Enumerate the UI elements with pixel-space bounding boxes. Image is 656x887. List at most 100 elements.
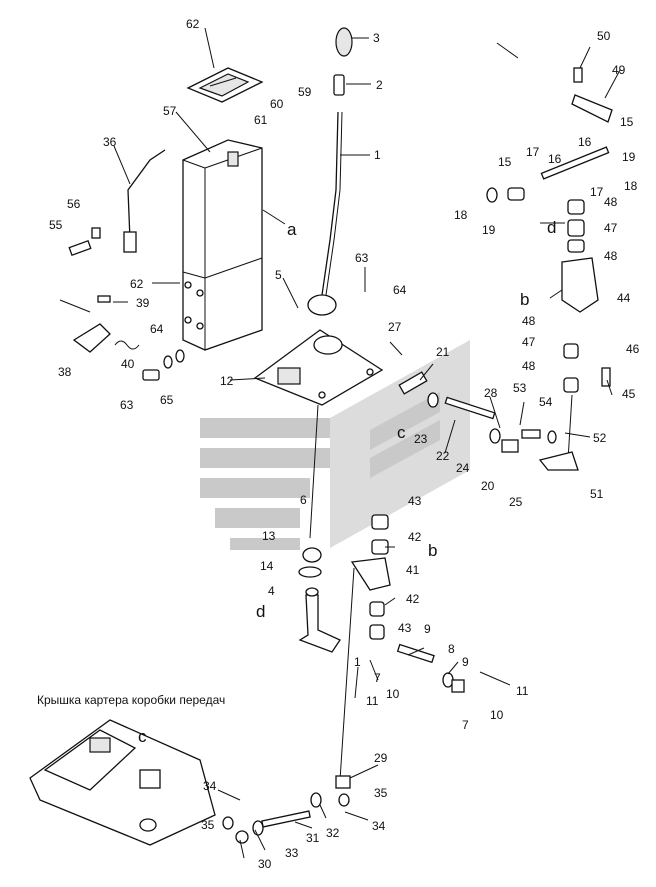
callout-13: 13: [262, 529, 276, 543]
callout-50: 50: [597, 29, 611, 43]
callout-12: 12: [220, 374, 234, 388]
callout-60: 60: [270, 97, 284, 111]
lower-right-linkage: [339, 514, 465, 781]
callout-63-top: 63: [355, 251, 369, 265]
callout-7-a: 7: [374, 671, 381, 685]
callout-23: 23: [414, 432, 428, 446]
callout-3: 3: [373, 31, 380, 45]
callout-39: 39: [136, 296, 150, 310]
callout-47-a: 47: [604, 221, 618, 235]
top-right-linkage: [486, 67, 613, 203]
callout-42-mid: 42: [406, 592, 420, 606]
callout-19-left: 19: [482, 223, 496, 237]
callout-35-right: 35: [374, 786, 388, 800]
section-a: a: [287, 220, 297, 239]
left-bolts: [68, 227, 185, 381]
callout-34-left: 34: [203, 779, 217, 793]
callout-31: 31: [306, 831, 320, 845]
callout-47-b: 47: [522, 335, 536, 349]
callout-9-b: 9: [462, 655, 469, 669]
leader-lines: [59, 27, 621, 859]
callout-55: 55: [49, 218, 63, 232]
callout-64-top: 64: [393, 283, 407, 297]
callout-11-a: 11: [516, 684, 529, 698]
callout-38: 38: [58, 365, 72, 379]
base-plate-part: [253, 329, 384, 406]
callout-48-a: 48: [604, 195, 618, 209]
callout-18-left: 18: [454, 208, 468, 222]
callout-59: 59: [298, 85, 312, 99]
callout-61: 61: [254, 113, 268, 127]
callout-21: 21: [436, 345, 450, 359]
callout-15-right: 15: [620, 115, 634, 129]
callout-20: 20: [481, 479, 495, 493]
callout-54: 54: [539, 395, 553, 409]
callout-48-b: 48: [604, 249, 618, 263]
callout-34-right: 34: [372, 819, 386, 833]
section-d-low: d: [256, 602, 265, 621]
callout-18-right: 18: [624, 179, 638, 193]
callout-65: 65: [160, 393, 174, 407]
callout-62-top: 62: [186, 17, 200, 31]
callout-11-b: 11: [366, 694, 379, 708]
callout-44: 44: [617, 291, 631, 305]
callout-16-left: 16: [548, 152, 562, 166]
callout-1-low: 1: [354, 655, 361, 669]
callout-33: 33: [285, 846, 299, 860]
section-c-mid: c: [397, 423, 406, 442]
callout-43-top: 43: [408, 494, 422, 508]
callout-63-left: 63: [120, 398, 134, 412]
callout-48-d: 48: [522, 359, 536, 373]
callout-42-top: 42: [408, 530, 422, 544]
callout-17-right: 17: [590, 185, 604, 199]
callout-53: 53: [513, 381, 527, 395]
callout-57: 57: [163, 104, 177, 118]
callout-62-mid: 62: [130, 277, 144, 291]
middle-linkage: [398, 371, 557, 453]
callout-32: 32: [326, 826, 340, 840]
callout-35-left: 35: [201, 818, 215, 832]
callout-40: 40: [121, 357, 135, 371]
callout-6: 6: [300, 493, 307, 507]
callout-48-c: 48: [522, 314, 536, 328]
watermark-logo: [200, 340, 470, 550]
callout-labels: 62 3 2 1 57 60 59 61 36 56 55 a 62 5 63 …: [37, 17, 640, 871]
callout-28: 28: [484, 386, 498, 400]
callout-19-right: 19: [622, 150, 636, 164]
callout-22: 22: [436, 449, 450, 463]
callout-56: 56: [67, 197, 81, 211]
callout-9-a: 9: [424, 622, 431, 636]
callout-36: 36: [103, 135, 117, 149]
cover-plate-part: [186, 67, 264, 103]
shift-lever-part: [307, 27, 353, 316]
section-b-low: b: [428, 541, 437, 560]
callout-10-b: 10: [490, 708, 504, 722]
callout-29: 29: [374, 751, 388, 765]
lower-lever-assembly: [298, 547, 341, 653]
bottom-linkage: [222, 775, 351, 844]
callout-46: 46: [626, 342, 640, 356]
callout-14: 14: [260, 559, 274, 573]
callout-4: 4: [268, 584, 275, 598]
callout-45: 45: [622, 387, 636, 401]
callout-24: 24: [456, 461, 470, 475]
gearbox-cover-part: [29, 719, 216, 846]
callout-7-b: 7: [462, 718, 469, 732]
callout-10-a: 10: [386, 687, 400, 701]
callout-15-left: 15: [498, 155, 512, 169]
callout-27: 27: [388, 320, 402, 334]
section-c-low: c: [138, 727, 147, 746]
callout-41: 41: [406, 563, 420, 577]
gearbox-cover-caption: Крышка картера коробки передач: [37, 693, 225, 707]
callout-25: 25: [509, 495, 523, 509]
right-assembly: [538, 199, 611, 471]
section-d-top: d: [547, 218, 556, 237]
callout-2: 2: [376, 78, 383, 92]
callout-30: 30: [258, 857, 272, 871]
callout-17-top: 17: [526, 145, 540, 159]
callout-1-top: 1: [374, 148, 381, 162]
section-b-top: b: [520, 290, 529, 309]
lever-housing-part: [182, 139, 263, 351]
